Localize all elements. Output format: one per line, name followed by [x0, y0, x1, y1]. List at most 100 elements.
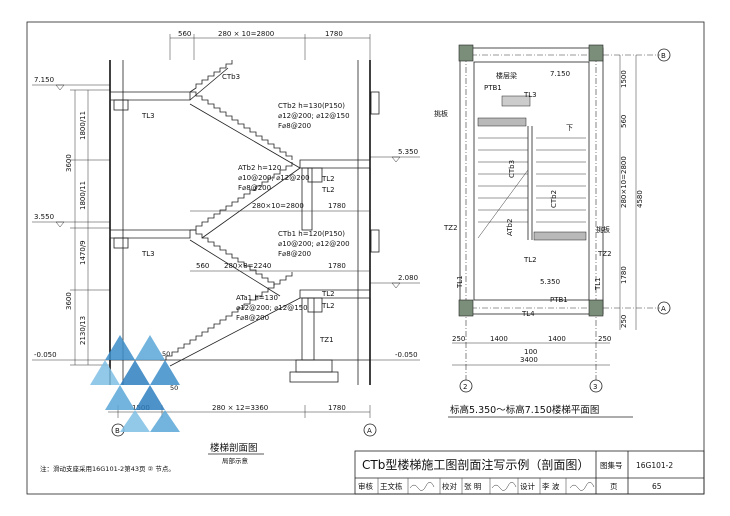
column-corner-tr [588, 44, 604, 62]
title-block: CTb型楼梯施工图剖面注写示例（剖面图） 图集号 16G101-2 审核 王文栋… [354, 450, 705, 495]
plan-right-dim-2: 560 [620, 115, 628, 128]
section-subtitle: 局部示意 [222, 456, 249, 465]
level-2080: 2.080 [398, 274, 418, 282]
plan-axis-a: A [661, 305, 666, 313]
section-left-dim-6: 2130/13 [79, 316, 87, 345]
beam-label-tl3-top: TL3 [141, 112, 155, 120]
section-bottom-dim-2: 280 × 12=3360 [212, 404, 268, 412]
plan-label-tl2: TL2 [523, 256, 537, 264]
stair-label-ctb2-dist: F⌀8@200 [278, 122, 311, 130]
plan-label-ctb2: CTb2 [550, 190, 558, 208]
beam-label-tl2-3: TL2 [321, 290, 335, 298]
stair-label-atb2-rebar: ⌀10@200; ⌀12@200 [238, 174, 310, 182]
column-corner-tl [458, 44, 474, 62]
title-block-main-title: CTb型楼梯施工图剖面注写示例（剖面图） [362, 457, 589, 472]
signature-designer [569, 482, 595, 491]
beam-label-tl2-4: TL2 [321, 302, 335, 310]
section-top-dim-2: 280 × 10=2800 [218, 30, 274, 38]
section-left-dim-3: 1800/11 [79, 181, 87, 210]
level-5350: 5.350 [398, 148, 418, 156]
plan-label-down: 下 [566, 124, 573, 132]
section-mid-dim-2: 1780 [328, 202, 346, 210]
section-left-dim-4: 1470/9 [79, 240, 87, 265]
level-3550: 3.550 [34, 213, 54, 221]
section-misc-50-a: 50 [162, 350, 170, 358]
plan-right-dim-3: 280×10=2800 [620, 156, 628, 208]
beam-label-tl3-mid: TL3 [141, 250, 155, 258]
plan-axis-3: 3 [593, 383, 597, 391]
plan-label-cantilever-2: 挑板 [596, 225, 610, 234]
plan-bottom-total: 3400 [520, 356, 538, 364]
title-block-designer-label: 设计 [520, 481, 535, 491]
section-left-dim-2: 1800/11 [79, 111, 87, 140]
section-title: 楼梯剖面图 [210, 442, 258, 454]
beam-label-tl2-2: TL2 [321, 186, 335, 194]
axis-a-bubble [363, 423, 377, 437]
stair-label-ata1: ATa1 h=130 [236, 294, 278, 302]
title-block-reviewer-name: 王文栋 [380, 481, 403, 491]
stair-label-ctb2-rebar: ⌀12@200; ⌀12@150 [278, 112, 350, 120]
watermark-logo [90, 335, 180, 432]
plan-label-ptb1-top: PTB1 [484, 84, 502, 92]
column-corner-br [588, 299, 604, 317]
plan-bottom-dim-2: 1400 [490, 335, 508, 343]
plan-label-tl3: TL3 [523, 91, 537, 99]
plan-bottom-dim-5: 250 [598, 335, 611, 343]
plan-label-5350: 5.350 [540, 278, 560, 286]
stair-label-ctb1-dist: F⌀8@200 [278, 250, 311, 258]
stair-label-ata1-dist: F⌀8@200 [236, 314, 269, 322]
level-minus-0050-right: -0.050 [395, 351, 418, 359]
stair-label-ctb1: CTb1 h=120(P150) [278, 230, 345, 238]
level-minus-0050-left: -0.050 [34, 351, 57, 359]
plan-bottom-dim-1: 250 [452, 335, 465, 343]
section-left-dim-1: 3600 [65, 154, 73, 172]
section-bottom-dim-3: 1780 [328, 404, 346, 412]
plan-bottom-dim-4: 1400 [548, 335, 566, 343]
title-block-page-number: 65 [652, 482, 662, 491]
section-misc-50-b: 50 [170, 384, 178, 392]
plan-label-7150: 7.150 [550, 70, 570, 78]
plan-label-cantilever-1: 挑板 [434, 109, 448, 118]
stair-label-ctb1-rebar: ⌀10@200; ⌀12@200 [278, 240, 350, 248]
stair-label-ata1-rebar: ⌀12@200; ⌀12@150 [236, 304, 308, 312]
section-mid-dim-3: 560 [196, 262, 209, 270]
plan-right-dim-6: 250 [620, 315, 628, 328]
plan-label-tz2-left: TZ2 [443, 224, 458, 232]
signature-reviewer [409, 482, 435, 491]
section-mid-dim-1: 280×10=2800 [252, 202, 304, 210]
plan-label-floor-beam: 楼层梁 [496, 71, 517, 80]
signature-checker [491, 482, 517, 491]
title-block-checker-name: 张 明 [464, 482, 481, 491]
plan-right-dim-5: 1780 [620, 266, 628, 284]
plan-title: 标高5.350～标高7.150楼梯平面图 [450, 404, 599, 416]
stair-label-atb2-dist: F⌀8@200 [238, 184, 271, 192]
stair-label-ctb2: CTb2 h=130(P150) [278, 102, 345, 110]
stair-plan-drawing: 1500 560 280×10=2800 4580 1780 250 250 1… [434, 44, 671, 418]
stair-label-ctb3: CTb3 [222, 73, 240, 81]
axis-b-label: B [115, 427, 120, 435]
stair-section-drawing: 560 280 × 10=2800 1780 3600 1800/11 1800… [32, 30, 420, 473]
section-left-dim-5: 3600 [65, 292, 73, 310]
plan-label-tz2-right: TZ2 [597, 250, 612, 258]
axis-a-label: A [367, 427, 372, 435]
section-top-dim-3: 1780 [325, 30, 343, 38]
title-block-atlas-label: 图集号 [600, 460, 623, 470]
plan-label-tl4: TL4 [521, 310, 535, 318]
plan-right-dim-4: 4580 [636, 190, 644, 208]
column-label-tz1: TZ1 [319, 336, 334, 344]
level-7150: 7.150 [34, 76, 54, 84]
plan-label-ctb3: CTb3 [508, 160, 516, 178]
beam-label-tl2-1: TL2 [321, 175, 335, 183]
title-block-checker-label: 校对 [442, 481, 457, 491]
plan-bottom-dim-3: 100 [524, 348, 537, 356]
plan-right-dim-1: 1500 [620, 70, 628, 88]
plan-label-ptb1-bottom: PTB1 [550, 296, 568, 304]
plan-label-tl1-left: TL1 [456, 275, 464, 289]
title-block-page-label: 页 [610, 482, 618, 491]
column-corner-bl [458, 299, 474, 317]
section-top-dim-1: 560 [178, 30, 191, 38]
plan-label-tl1-right: TL1 [594, 277, 602, 291]
stair-label-atb2: ATb2 h=120 [238, 164, 281, 172]
